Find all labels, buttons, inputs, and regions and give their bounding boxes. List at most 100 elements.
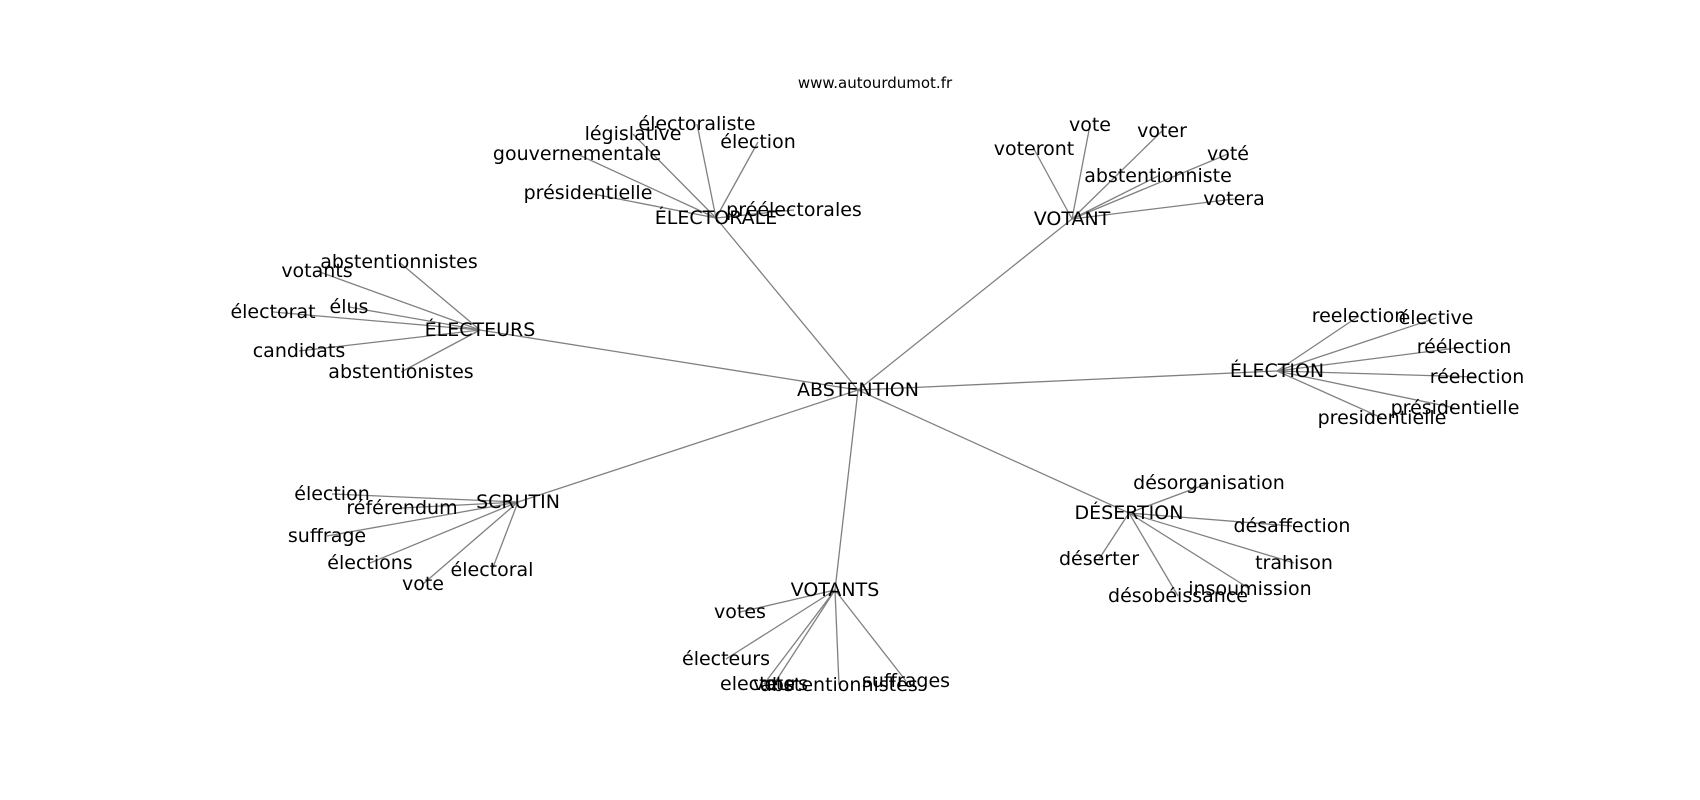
edge-votants-0 bbox=[739, 589, 836, 613]
leaf-node-votant[interactable]: voter bbox=[1137, 120, 1187, 142]
leaf-node-votant[interactable]: votera bbox=[1203, 188, 1264, 210]
leaf-node-election[interactable]: présidentielle bbox=[1391, 397, 1520, 419]
hub-node-desertion[interactable]: DÉSERTION bbox=[1075, 501, 1184, 524]
leaf-node-electorale[interactable]: présidentielle bbox=[524, 182, 653, 204]
edge-electorale-1 bbox=[632, 133, 717, 219]
leaf-node-votant[interactable]: voté bbox=[1207, 143, 1249, 165]
leaf-node-desertion[interactable]: déserter bbox=[1059, 548, 1139, 570]
edge-electeurs-0 bbox=[398, 261, 481, 331]
leaf-node-desertion[interactable]: trahison bbox=[1255, 552, 1333, 574]
leaf-node-election[interactable]: reelection bbox=[1312, 305, 1407, 327]
hub-node-electeurs[interactable]: ÉLECTEURS bbox=[425, 318, 536, 341]
leaf-node-electorale[interactable]: préélectorales bbox=[726, 199, 862, 221]
edge-root-election bbox=[857, 370, 1278, 391]
edge-desertion-4 bbox=[1128, 512, 1251, 590]
leaf-node-scrutin[interactable]: référendum bbox=[346, 497, 457, 519]
edge-electeurs-2 bbox=[348, 306, 481, 331]
edge-votant-2 bbox=[1033, 148, 1073, 220]
edge-desertion-5 bbox=[1128, 512, 1179, 597]
edge-scrutin-1 bbox=[401, 501, 519, 509]
leaf-node-votant[interactable]: abstentionniste bbox=[1084, 165, 1232, 187]
edge-election-2 bbox=[1276, 346, 1465, 372]
leaf-node-electeurs[interactable]: électorat bbox=[230, 301, 315, 323]
leaf-node-electeurs[interactable]: abstentionistes bbox=[328, 361, 473, 383]
edge-desertion-0 bbox=[1128, 482, 1210, 514]
edge-election-1 bbox=[1276, 317, 1437, 372]
edge-root-votants bbox=[834, 389, 859, 591]
leaf-node-scrutin[interactable]: élection bbox=[294, 483, 370, 505]
leaf-node-votants[interactable]: électeurs bbox=[682, 648, 770, 670]
leaf-node-electorale[interactable]: élection bbox=[720, 131, 796, 153]
leaf-node-votants[interactable]: suffrages bbox=[862, 670, 950, 692]
edge-election-5 bbox=[1276, 370, 1383, 419]
edge-electorale-2 bbox=[715, 141, 759, 219]
edge-scrutin-2 bbox=[326, 501, 519, 537]
edge-votant-0 bbox=[1071, 124, 1091, 220]
leaf-node-electorale[interactable]: législative bbox=[585, 123, 682, 145]
edge-scrutin-0 bbox=[331, 493, 519, 503]
edge-electorale-4 bbox=[587, 192, 717, 219]
edges-layer bbox=[272, 123, 1478, 686]
edge-desertion-3 bbox=[1128, 512, 1295, 564]
leaf-node-desertion[interactable]: désobéissance bbox=[1108, 585, 1248, 607]
edge-electorale-5 bbox=[715, 209, 795, 219]
site-url[interactable]: www.autourdumot.fr bbox=[798, 74, 953, 92]
leaf-node-desertion[interactable]: désaffection bbox=[1234, 515, 1351, 537]
edge-scrutin-4 bbox=[422, 501, 519, 585]
hub-node-votants[interactable]: VOTANTS bbox=[791, 579, 880, 601]
leaf-node-desertion[interactable]: insoumission bbox=[1188, 578, 1311, 600]
edge-votant-5 bbox=[1071, 198, 1235, 220]
edge-desertion-1 bbox=[1128, 512, 1293, 527]
leaf-node-votant[interactable]: voteront bbox=[994, 138, 1075, 160]
root-node-abstention[interactable]: ABSTENTION bbox=[797, 379, 919, 401]
hub-node-scrutin[interactable]: SCRUTIN bbox=[476, 491, 560, 513]
labels-layer: ABSTENTION ÉLECTORALE électoralistelégisla… bbox=[230, 113, 1524, 696]
edge-votants-3 bbox=[763, 589, 836, 685]
hub-node-votant[interactable]: VOTANT bbox=[1034, 208, 1111, 230]
edge-root-scrutin bbox=[517, 389, 859, 503]
leaf-node-scrutin[interactable]: vote bbox=[402, 573, 444, 595]
leaf-node-electeurs[interactable]: abstentionnistes bbox=[320, 251, 477, 273]
edge-electeurs-3 bbox=[272, 311, 481, 331]
leaf-node-electeurs[interactable]: votants bbox=[281, 260, 352, 282]
leaf-node-election[interactable]: réelection bbox=[1430, 366, 1525, 388]
leaf-node-electeurs[interactable]: candidats bbox=[253, 340, 346, 362]
edge-root-electeurs bbox=[479, 329, 859, 391]
edge-election-4 bbox=[1276, 370, 1456, 409]
edge-electorale-3 bbox=[576, 153, 717, 219]
edge-votants-2 bbox=[773, 589, 836, 685]
leaf-node-votants[interactable]: abstentionnistes bbox=[760, 674, 917, 696]
edge-scrutin-3 bbox=[369, 501, 519, 564]
hub-node-election[interactable]: ÉLECTION bbox=[1230, 359, 1324, 382]
edge-election-0 bbox=[1276, 315, 1360, 372]
edge-scrutin-5 bbox=[491, 501, 519, 571]
leaf-node-electeurs[interactable]: élus bbox=[330, 296, 369, 318]
leaf-node-scrutin[interactable]: électoral bbox=[451, 559, 534, 581]
edge-votants-5 bbox=[834, 589, 907, 682]
edge-votant-4 bbox=[1071, 175, 1159, 220]
leaf-node-votants[interactable]: vote bbox=[753, 673, 795, 695]
edge-root-desertion bbox=[857, 389, 1130, 514]
edge-electeurs-4 bbox=[298, 329, 481, 352]
leaf-node-votant[interactable]: vote bbox=[1069, 114, 1111, 136]
edge-votants-1 bbox=[725, 589, 836, 660]
edge-electeurs-1 bbox=[316, 270, 481, 331]
leaf-node-scrutin[interactable]: élections bbox=[327, 552, 412, 574]
leaf-node-desertion[interactable]: désorganisation bbox=[1133, 472, 1285, 494]
leaf-node-electorale[interactable]: électoraliste bbox=[638, 113, 755, 135]
leaf-node-electorale[interactable]: gouvernementale bbox=[493, 143, 661, 165]
hub-node-electorale[interactable]: ÉLECTORALE bbox=[655, 206, 777, 229]
leaf-node-scrutin[interactable]: suffrage bbox=[288, 525, 366, 547]
leaf-node-election[interactable]: presidentielle bbox=[1318, 407, 1447, 429]
leaf-node-votants[interactable]: electeurs bbox=[720, 673, 808, 695]
edge-election-3 bbox=[1276, 370, 1478, 378]
leaf-node-election[interactable]: élective bbox=[1399, 307, 1474, 329]
edge-desertion-2 bbox=[1098, 512, 1130, 560]
leaf-node-votants[interactable]: votes bbox=[714, 601, 766, 623]
edge-votant-1 bbox=[1071, 130, 1163, 220]
leaf-node-election[interactable]: réélection bbox=[1417, 336, 1512, 358]
edge-root-votant bbox=[857, 218, 1073, 391]
edge-electeurs-5 bbox=[400, 329, 481, 373]
edge-electorale-0 bbox=[696, 123, 717, 219]
